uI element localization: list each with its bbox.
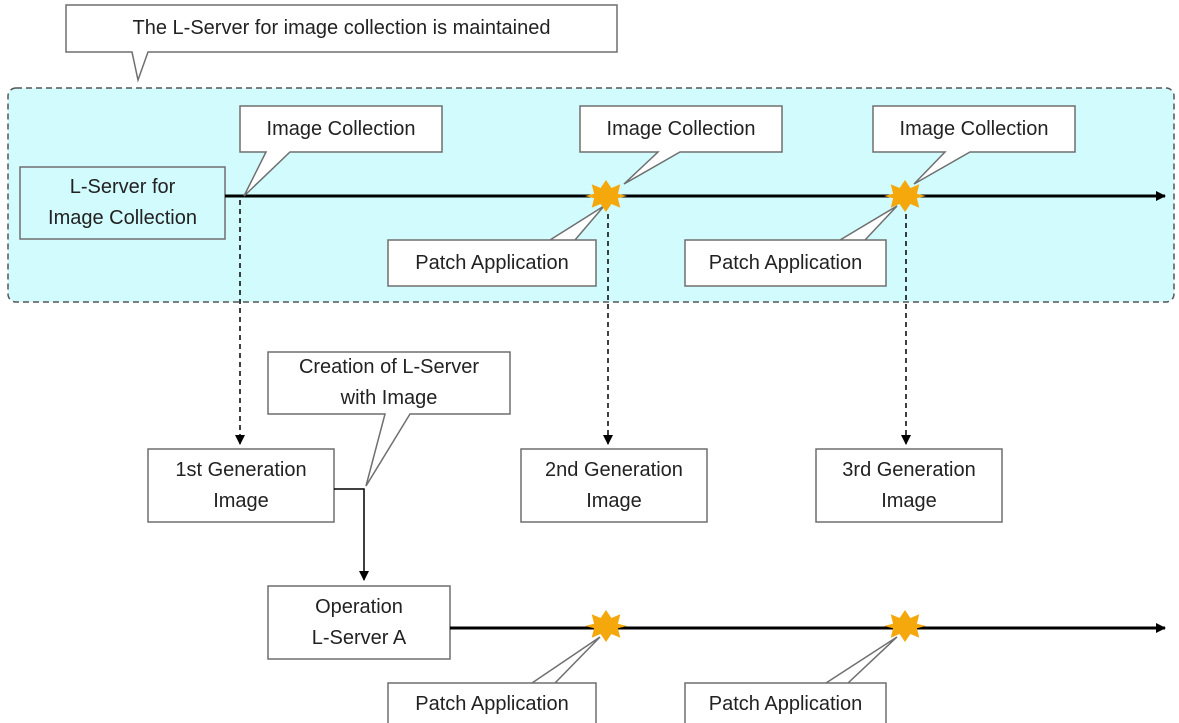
patch-burst-bottom-2 (884, 610, 926, 642)
patch-burst-bottom-1 (585, 610, 627, 642)
image-collection-label-3: Image Collection (899, 117, 1049, 140)
patch-application-callout-top-1 (387, 205, 605, 287)
image-generation-3-box (815, 448, 1003, 523)
image-collection-callout-2 (579, 105, 783, 185)
patch-application-label-bottom-1: Patch Application (415, 693, 569, 715)
patch-burst-top-2 (884, 180, 926, 212)
creation-arrow (334, 488, 369, 581)
image-generation-2-label: 2nd Generation Image (545, 458, 683, 512)
image-collection-callout-1 (239, 105, 443, 197)
creation-note-label: Creation of L-Server with Image (298, 356, 480, 409)
maintained-note-callout (65, 4, 618, 83)
collection-server-label: L-Server for Image Collection (48, 176, 197, 229)
patch-burst-top-1 (585, 180, 627, 212)
image-generation-3-label: 3rd Generation Image (842, 458, 976, 512)
operation-server-label: Operation L-Server A (311, 595, 407, 649)
patch-application-callout-bottom-2 (684, 636, 898, 723)
patch-application-callout-bottom-1 (387, 636, 601, 723)
image-generation-2-box (520, 448, 708, 523)
patch-application-label-bottom-2: Patch Application (708, 693, 863, 715)
creation-note-callout (267, 351, 511, 487)
maintained-note-label: The L-Server for image collection is mai… (132, 17, 551, 39)
image-collection-label-2: Image Collection (606, 117, 756, 140)
image-generation-1-label: 1st Generation Image (175, 458, 307, 512)
patch-application-label-top-2: Patch Application (708, 251, 863, 274)
image-collection-callout-3 (872, 105, 1076, 185)
image-generation-1-box (147, 448, 335, 523)
collection-server-box (19, 166, 226, 240)
operation-server-box (267, 585, 451, 660)
image-collection-label-1: Image Collection (266, 117, 416, 140)
patch-application-callout-top-2 (684, 205, 898, 287)
patch-application-label-top-1: Patch Application (415, 251, 569, 274)
